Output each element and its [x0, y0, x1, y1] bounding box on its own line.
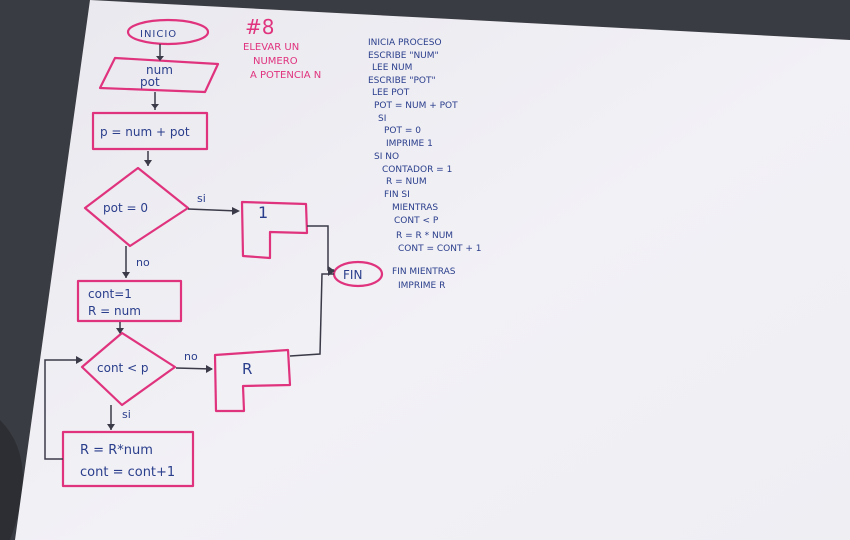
no-label: no: [136, 256, 150, 269]
arrowhead: [107, 424, 115, 430]
arrowhead: [328, 266, 335, 276]
start-text: INICIO: [140, 29, 177, 40]
decision-pot-text: pot = 0: [103, 201, 148, 215]
output-r-box: [213, 348, 292, 413]
output-r-text: R: [242, 360, 252, 378]
pseudocode-line: POT = 0: [384, 126, 421, 136]
pseudocode-line: IMPRIME 1: [386, 139, 433, 149]
pseudocode-line: CONT = CONT + 1: [398, 244, 481, 254]
end-text: FIN: [343, 268, 362, 282]
yes-label: si: [197, 192, 206, 205]
arrowhead: [156, 56, 164, 61]
pseudocode-line: CONT < P: [394, 216, 439, 226]
paper-sheet: [15, 0, 850, 540]
output-one-box: [240, 200, 309, 260]
pseudocode-line: LEE NUM: [372, 63, 412, 73]
process-p-box: [91, 111, 209, 151]
output-one-text: 1: [258, 203, 268, 222]
arrowhead: [144, 160, 152, 166]
input-box: [98, 56, 220, 94]
pseudocode-line: POT = NUM + POT: [374, 101, 458, 111]
background-shadow: [0, 420, 23, 540]
pseudocode-line: SI: [378, 114, 386, 124]
loop-line-r: R = R*num: [80, 443, 153, 458]
input-line-num: num: [146, 63, 173, 77]
input-line-pot: pot: [140, 75, 160, 89]
init-line-cont: cont=1: [88, 287, 132, 301]
arrowhead: [206, 365, 213, 373]
pseudocode-line: ESCRIBE "POT": [368, 76, 436, 86]
yes-label-2: si: [122, 408, 131, 421]
pseudocode-line: R = R * NUM: [396, 231, 453, 241]
process-p-text: p = num + pot: [100, 125, 190, 139]
arrowhead: [232, 207, 240, 215]
pseudocode-line: FIN MIENTRAS: [392, 267, 456, 277]
arrowhead: [116, 328, 124, 334]
title-line-2: NUMERO: [253, 56, 298, 67]
pseudocode-line: INICIA PROCESO: [368, 38, 442, 48]
pseudocode-line: LEE POT: [372, 88, 410, 98]
loop-line-cont: cont = cont+1: [80, 465, 175, 480]
pseudocode-line: SI NO: [374, 152, 399, 162]
init-box: [76, 279, 183, 323]
start-terminal: [126, 18, 210, 46]
decision-pot-zero: [83, 166, 190, 248]
init-line-r: R = num: [88, 304, 141, 318]
pseudocode-line: ESCRIBE "NUM": [368, 51, 439, 61]
arrowhead: [122, 272, 130, 278]
arrowhead: [76, 356, 83, 364]
pseudocode-line: FIN SI: [384, 190, 410, 200]
connector-loop-back: [44, 359, 82, 460]
decision-cont-p: [80, 331, 177, 407]
no-label-2: no: [184, 350, 198, 363]
pseudocode-line: R = NUM: [386, 177, 427, 187]
pseudocode-line: MIENTRAS: [392, 203, 438, 213]
decision-cont-text: cont < p: [97, 361, 149, 375]
title-line-1: ELEVAR UN: [243, 42, 299, 53]
exercise-number: #8: [245, 15, 274, 39]
pseudocode-block: INICIA PROCESO ESCRIBE "NUM" LEE NUM ESCRIB…: [368, 38, 481, 291]
pseudocode-line: IMPRIME R: [398, 281, 445, 291]
connector-yes-output: [187, 208, 239, 212]
title-line-3: A POTENCIA N: [250, 70, 321, 81]
pseudocode-line: CONTADOR = 1: [382, 165, 452, 175]
arrowhead: [151, 104, 159, 109]
